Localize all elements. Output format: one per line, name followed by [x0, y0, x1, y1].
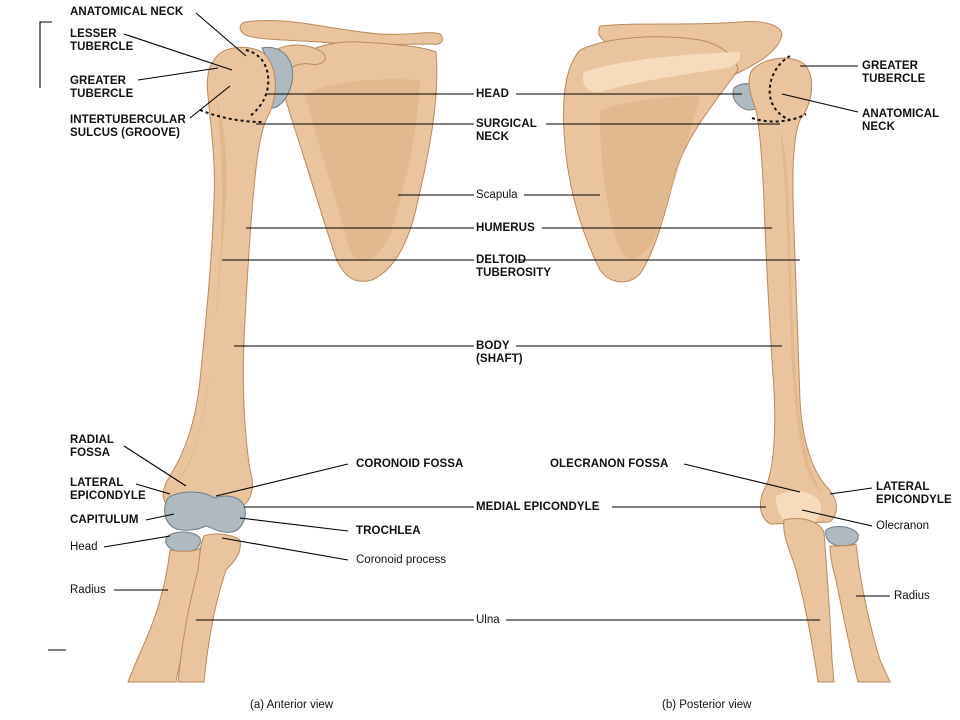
ulna-anterior [177, 533, 241, 683]
leader-capitulum [145, 513, 175, 521]
label-greater-tubercle-posterior: GREATER TUBERCLE [862, 60, 926, 85]
caption-anterior-view: (a) Anterior view [250, 699, 334, 711]
leader-coronoid-fossa [215, 463, 349, 497]
leader-head-radius [103, 535, 171, 548]
anatomical-neck-dashes-anterior [245, 49, 270, 117]
scapula-posterior-shading [600, 96, 700, 260]
label-radius-anterior: Radius [70, 584, 106, 596]
label-coronoid-process: Coronoid process [356, 554, 447, 566]
posterior-view-illustration [563, 21, 891, 683]
humerus-posterior [748, 57, 837, 525]
label-lateral-epicondyle-posterior: LATERAL EPICONDYLE [876, 481, 952, 506]
label-olecranon: Olecranon [876, 520, 930, 532]
leader-radial-fossa [123, 445, 187, 487]
label-lesser-tubercle: LESSER TUBERCLE [70, 28, 134, 53]
anatomical-neck-dashes-posterior [768, 55, 791, 121]
capitulum-trochlea-cartilage [164, 491, 246, 533]
label-intertubercular-sulcus: INTERTUBERCULAR SULCUS (GROOVE) [70, 114, 186, 139]
leader-lines [39, 12, 890, 651]
leader-lateral-epicondyle-b [829, 487, 873, 495]
surgical-neck-dashes-anterior [199, 109, 263, 123]
leader-trochlea [239, 517, 349, 532]
leader-olecranon-fossa [683, 463, 801, 493]
scapula-anterior-shading [305, 79, 420, 262]
leader-greater-tubercle-a [137, 67, 219, 81]
label-capitulum: CAPITULUM [70, 514, 139, 526]
radial-head-cartilage [165, 531, 201, 553]
leader-anatomical-neck-b [781, 93, 859, 113]
label-trochlea: TROCHLEA [356, 525, 421, 537]
label-greater-tubercle-anterior: GREATER TUBERCLE [70, 75, 134, 100]
ulna-posterior [783, 518, 835, 683]
leader-intertubercular-sulcus [189, 85, 231, 119]
clavicle-anterior [239, 20, 443, 45]
leader-lateral-epicondyle-a [135, 483, 171, 495]
label-olecranon-fossa: OLECRANON FOSSA [550, 458, 669, 470]
label-anatomical-neck-posterior: ANATOMICAL NECK [862, 108, 940, 133]
radius-posterior [829, 543, 891, 683]
leader-olecranon [801, 509, 873, 527]
radial-head-cartilage-posterior [825, 526, 859, 547]
label-head-radius: Head [70, 541, 98, 553]
anterior-view-illustration [127, 20, 443, 683]
leader-coronoid-process [221, 537, 349, 561]
scapular-spine [582, 52, 741, 93]
label-medial-epicondyle: MEDIAL EPICONDYLE [476, 501, 600, 513]
scapula-anterior [279, 41, 438, 282]
bracket-line [39, 21, 52, 88]
label-surgical-neck: SURGICAL NECK [476, 118, 537, 143]
label-body-shaft: BODY (SHAFT) [476, 340, 523, 365]
label-coronoid-fossa: CORONOID FOSSA [356, 458, 464, 470]
leader-anatomical-neck-a [195, 12, 247, 57]
humerus-anterior-shading [176, 100, 227, 484]
label-humerus: HUMERUS [476, 222, 535, 234]
label-radial-fossa: RADIAL FOSSA [70, 434, 115, 459]
label-ulna: Ulna [476, 614, 500, 626]
leader-lesser-tubercle [123, 33, 233, 71]
label-deltoid-tuberosity: DELTOID TUBEROSITY [476, 254, 552, 279]
label-scapula: Scapula [476, 189, 518, 201]
label-head: HEAD [476, 88, 509, 100]
caption-posterior-view: (b) Posterior view [662, 699, 752, 711]
label-radius-posterior: Radius [894, 590, 930, 602]
label-lateral-epicondyle-anterior: LATERAL EPICONDYLE [70, 477, 146, 502]
humerus-posterior-shading [780, 130, 822, 494]
label-anatomical-neck-anterior: ANATOMICAL NECK [70, 6, 184, 18]
